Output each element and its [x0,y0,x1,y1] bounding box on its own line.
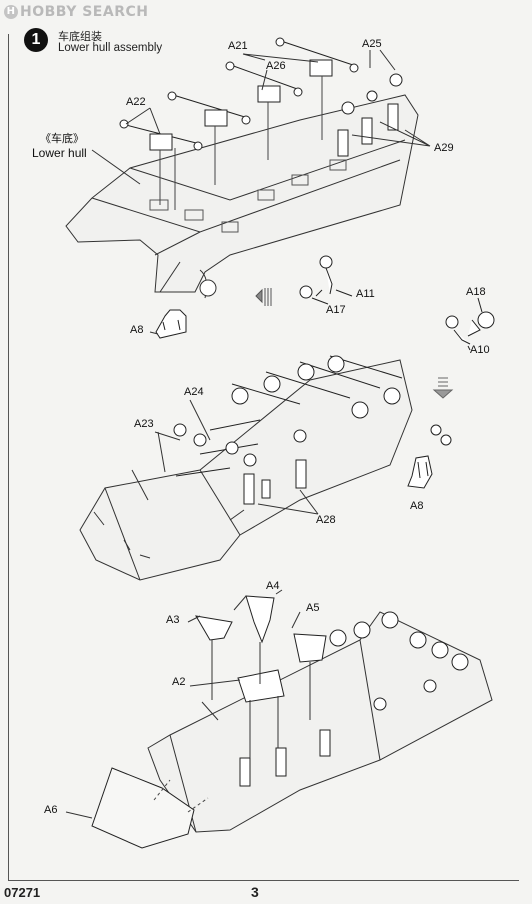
label-a6: A6 [44,804,58,816]
label-a18: A18 [466,286,486,298]
label-a8-top: A8 [130,324,144,336]
part-a18-a10 [445,297,495,351]
label-a2: A2 [172,676,186,688]
part-a11-a17 [299,255,353,305]
label-a11: A11 [356,288,375,300]
label-a21: A21 [228,40,248,52]
middle-hull-drawing [79,355,452,581]
part-a8-top [149,309,187,339]
page-frame [8,34,519,881]
label-a25: A25 [362,38,382,50]
bottom-hull-drawing [65,589,493,849]
product-code: 07271 [4,885,41,900]
label-a8-middle: A8 [410,500,424,512]
step-number: 1 [24,28,48,52]
step-title-cn: 车底组装 [58,31,102,43]
lower-hull-drawing [65,37,431,299]
label-a23: A23 [134,418,154,430]
label-a5: A5 [306,602,320,614]
label-a28: A28 [316,514,336,526]
label-a29: A29 [434,142,454,154]
label-lower-hull-en: Lower hull [32,146,87,160]
watermark-mark: H [4,5,18,19]
step-title-en: Lower hull assembly [58,42,163,54]
label-a26: A26 [266,60,286,72]
label-a24: A24 [184,386,204,398]
label-a3: A3 [166,614,180,626]
page-number: 3 [251,884,259,900]
label-lower-hull-cn: 《车底》 [40,133,84,145]
label-a22: A22 [126,96,146,108]
label-a10: A10 [470,344,490,356]
label-a17: A17 [326,304,346,316]
part-a8-middle [407,455,433,489]
label-a4: A4 [266,580,280,592]
view-arrow-icon [255,288,272,306]
watermark-text: HOBBY SEARCH [20,4,149,20]
down-arrow-icon [432,377,454,399]
